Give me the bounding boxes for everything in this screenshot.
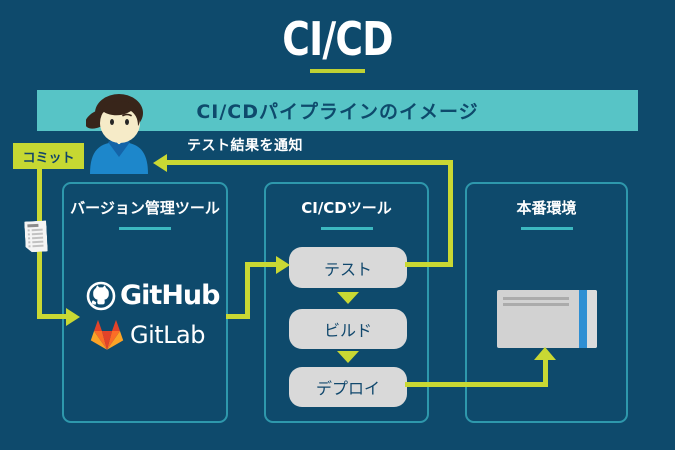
connector-notify-up xyxy=(448,160,453,267)
connector-test-out xyxy=(405,262,453,267)
page-title: CI/CD xyxy=(282,12,393,66)
gitlab-label: GitLab xyxy=(130,321,206,349)
gitlab-tanuki-icon xyxy=(90,319,124,350)
panel-version-title: バージョン管理ツール xyxy=(70,199,220,217)
server-icon xyxy=(497,290,597,348)
step-arrow-down-icon xyxy=(337,292,359,304)
step-deploy-label: デプロイ xyxy=(315,379,380,398)
step-arrow-down-icon xyxy=(337,351,359,363)
step-test-box: テスト xyxy=(289,247,407,288)
connector-into-test xyxy=(245,262,276,267)
panel-cicd-tools: CI/CDツール テスト ビルド デプロイ xyxy=(264,182,429,423)
step-build-box: ビルド xyxy=(289,309,407,349)
gitlab-logo: GitLab xyxy=(89,318,206,352)
connector-deploy-up xyxy=(543,359,548,387)
panel-production-underline xyxy=(520,227,573,230)
connector-version-out xyxy=(226,314,250,319)
arrowhead-into-version-panel xyxy=(66,307,80,326)
github-label: GitHub xyxy=(120,280,220,311)
connector-version-up xyxy=(245,262,250,319)
title-underline xyxy=(310,69,365,73)
connector-notify-horizontal xyxy=(167,160,453,165)
commit-label-box: コミット xyxy=(13,143,84,169)
notify-label: テスト結果を通知 xyxy=(187,138,303,154)
commit-file-icon xyxy=(24,220,48,252)
banner-label: CI/CDパイプラインのイメージ xyxy=(196,101,479,123)
person-avatar-icon xyxy=(86,94,148,174)
commit-label: コミット xyxy=(22,150,75,166)
github-logo: GitHub xyxy=(86,280,220,311)
step-test-label: テスト xyxy=(323,259,372,279)
panel-cicd-underline xyxy=(320,227,373,230)
arrowhead-into-server xyxy=(534,347,556,360)
github-octocat-icon xyxy=(86,281,116,310)
step-deploy-box: デプロイ xyxy=(289,367,407,407)
panel-production: 本番環境 xyxy=(465,182,628,423)
panel-cicd-title: CI/CDツール xyxy=(301,199,392,217)
panel-version-control: バージョン管理ツール GitHub xyxy=(62,182,228,423)
connector-deploy-out xyxy=(405,382,548,387)
arrowhead-notify-person xyxy=(153,153,167,172)
connector-commit-horizontal xyxy=(37,314,66,319)
panel-production-title: 本番環境 xyxy=(516,199,577,217)
panel-version-underline xyxy=(119,227,171,230)
arrowhead-into-test xyxy=(276,255,290,274)
step-build-label: ビルド xyxy=(323,321,372,340)
